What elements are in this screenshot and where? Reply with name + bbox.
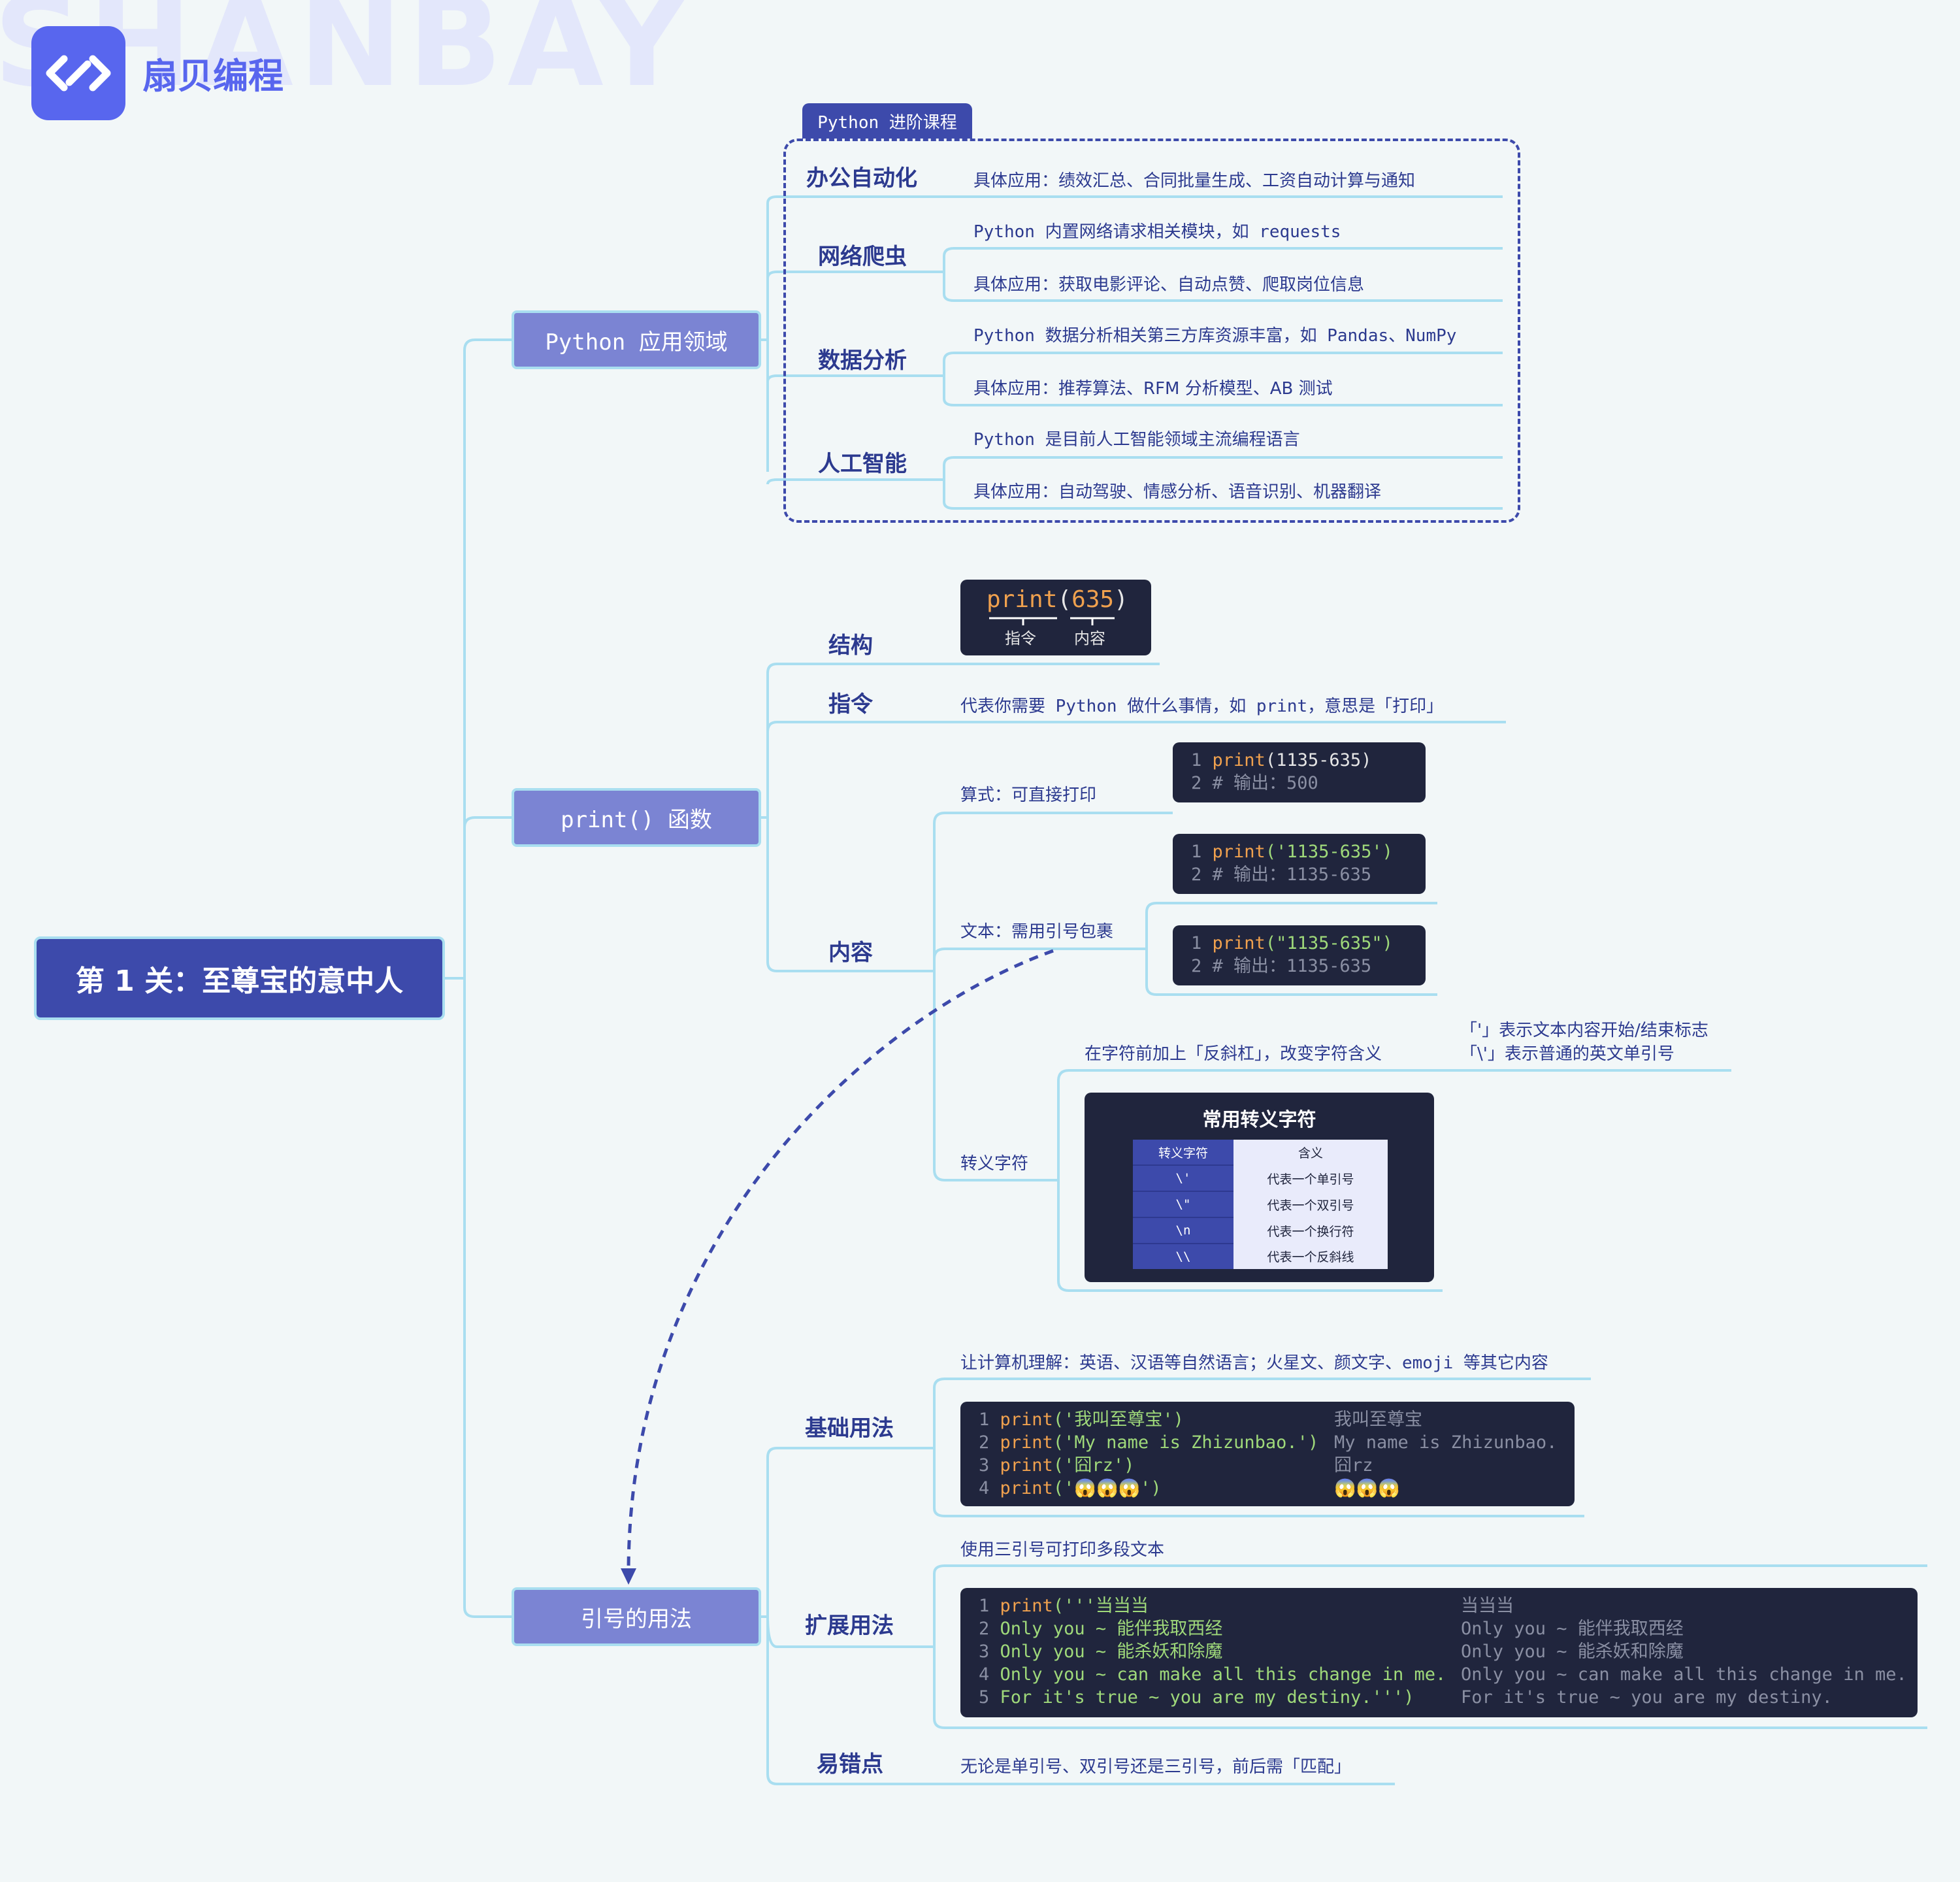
escape-row-char: \' — [1133, 1165, 1233, 1192]
escape-label: 转义字符 — [960, 1154, 1029, 1174]
structure-argument: 635 — [1071, 586, 1115, 613]
field-office-title: 办公自动化 — [806, 165, 917, 191]
advanced-course-box — [783, 139, 1520, 523]
node-python-fields: Python 应用领域 — [512, 310, 761, 369]
quotes-basic-desc: 让计算机理解：英语、汉语等自然语言；火星文、颜文字、emoji 等其它内容 — [960, 1353, 1548, 1373]
code-link-icon — [31, 26, 125, 120]
field-data-app: 具体应用：推荐算法、RFM 分析模型、AB 测试 — [973, 379, 1333, 399]
escape-row-char: \" — [1133, 1191, 1233, 1218]
print-content-title: 内容 — [828, 940, 873, 966]
escape-row-meaning: 代表一个换行符 — [1233, 1217, 1388, 1244]
field-office-app: 具体应用：绩效汇总、合同批量生成、工资自动计算与通知 — [973, 171, 1416, 191]
advanced-course-tag: Python 进阶课程 — [802, 103, 972, 139]
quotes-pitfall-desc: 无论是单引号、双引号还是三引号，前后需「匹配」 — [960, 1757, 1352, 1777]
structure-brackets — [989, 617, 1115, 625]
label-content: 内容 — [1074, 629, 1105, 648]
structure-code-block: print(635) 指令 内容 — [960, 580, 1151, 655]
escape-desc: 在字符前加上「反斜杠」，改变字符含义 — [1085, 1044, 1382, 1064]
escape-note-2: 「\'」表示普通的英文单引号 — [1460, 1044, 1674, 1064]
field-crawler-desc: Python 内置网络请求相关模块，如 requests — [973, 222, 1341, 242]
field-ai-desc: Python 是目前人工智能领域主流编程语言 — [973, 430, 1300, 450]
node-print-function: print() 函数 — [512, 788, 761, 847]
field-crawler-app: 具体应用：获取电影评论、自动点赞、爬取岗位信息 — [973, 275, 1365, 295]
escape-table-card: 常用转义字符 转义字符 含义 \' 代表一个单引号 \" 代表一个双引号 \n … — [1085, 1093, 1434, 1282]
quotes-extended-desc: 使用三引号可打印多段文本 — [960, 1540, 1165, 1560]
quotes-basic-title: 基础用法 — [805, 1415, 894, 1442]
escape-row-char: \\ — [1133, 1244, 1233, 1269]
escape-header-char: 转义字符 — [1133, 1140, 1233, 1166]
print-command-desc: 代表你需要 Python 做什么事情，如 print，意思是「打印」 — [960, 697, 1444, 716]
brand-name: 扇贝编程 — [142, 56, 284, 97]
calc-label: 算式：可直接打印 — [960, 785, 1097, 805]
text-label: 文本：需用引号包裹 — [960, 922, 1114, 942]
escape-row-meaning: 代表一个双引号 — [1233, 1191, 1388, 1217]
root-node: 第 1 关：至尊宝的意中人 — [34, 936, 445, 1020]
escape-table: 转义字符 含义 \' 代表一个单引号 \" 代表一个双引号 \n 代表一个换行符… — [1133, 1140, 1388, 1269]
basic-output: 我叫至尊宝 My name is Zhizunbao. 囧rz 😱😱😱 — [1334, 1410, 1558, 1498]
label-command: 指令 — [1005, 629, 1036, 648]
quotes-extended-title: 扩展用法 — [805, 1613, 894, 1639]
field-ai-app: 具体应用：自动驾驶、情感分析、语音识别、机器翻译 — [973, 482, 1382, 502]
basic-code-block: 1 print('我叫至尊宝') 2 print('My name is Zhi… — [960, 1402, 1575, 1506]
node-quotes-usage: 引号的用法 — [512, 1587, 761, 1646]
escape-table-title: 常用转义字符 — [1202, 1108, 1316, 1131]
field-ai-title: 人工智能 — [818, 451, 907, 477]
field-crawler-title: 网络爬虫 — [818, 244, 907, 270]
escape-row-char: \n — [1133, 1217, 1233, 1244]
field-data-title: 数据分析 — [818, 348, 907, 374]
field-data-desc: Python 数据分析相关第三方库资源丰富，如 Pandas、NumPy — [973, 326, 1457, 346]
structure-keyword: print — [987, 586, 1058, 613]
quotes-pitfall-title: 易错点 — [817, 1751, 883, 1777]
escape-row-meaning: 代表一个单引号 — [1233, 1165, 1388, 1191]
print-structure-title: 结构 — [828, 633, 873, 659]
escape-row-meaning: 代表一个反斜线 — [1233, 1244, 1388, 1269]
escape-header-meaning: 含义 — [1233, 1140, 1388, 1165]
text-code-single: 1 print('1135-635') 2 # 输出：1135-635 — [1173, 834, 1426, 894]
extended-code-block: 1 print('''当当当 2 Only you ~ 能伴我取西经 3 Onl… — [960, 1588, 1918, 1717]
extended-output: 当当当 Only you ~ 能伴我取西经 Only you ~ 能杀妖和除魔 … — [1461, 1596, 1907, 1708]
print-command-title: 指令 — [828, 691, 873, 718]
calc-code-block: 1 print(1135-635) 2 # 输出：500 — [1173, 742, 1426, 802]
escape-note-1: 「'」表示文本内容开始/结束标志 — [1460, 1021, 1708, 1040]
text-code-double: 1 print("1135-635") 2 # 输出：1135-635 — [1173, 925, 1426, 985]
